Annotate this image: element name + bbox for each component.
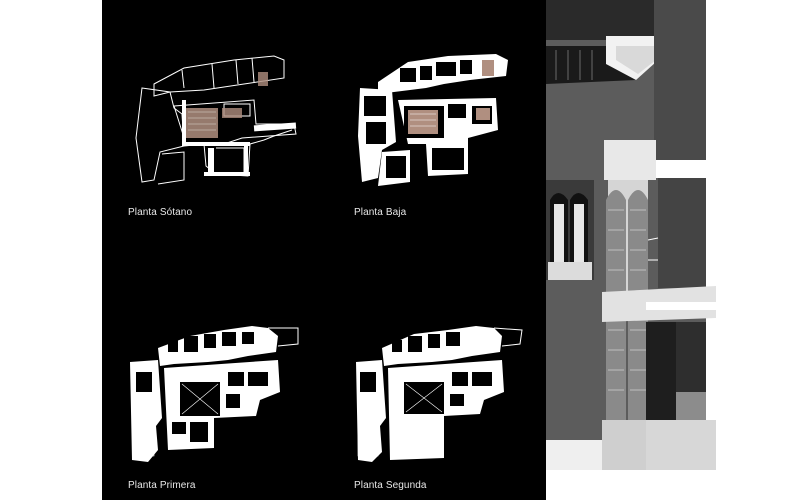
second-floor-plan [356,326,523,462]
plans-board: Planta Sótano Planta Baja [102,0,546,500]
second-plan-label: Planta Segunda [354,480,427,491]
basement-plan-label: Planta Sótano [128,207,193,218]
ground-floor-plan [358,54,508,186]
ground-plan-label: Planta Baja [354,207,407,218]
first-floor-plan [130,326,299,462]
building-section-render [546,0,716,500]
basement-floor-plan [135,55,297,185]
first-plan-label: Planta Primera [128,480,196,491]
